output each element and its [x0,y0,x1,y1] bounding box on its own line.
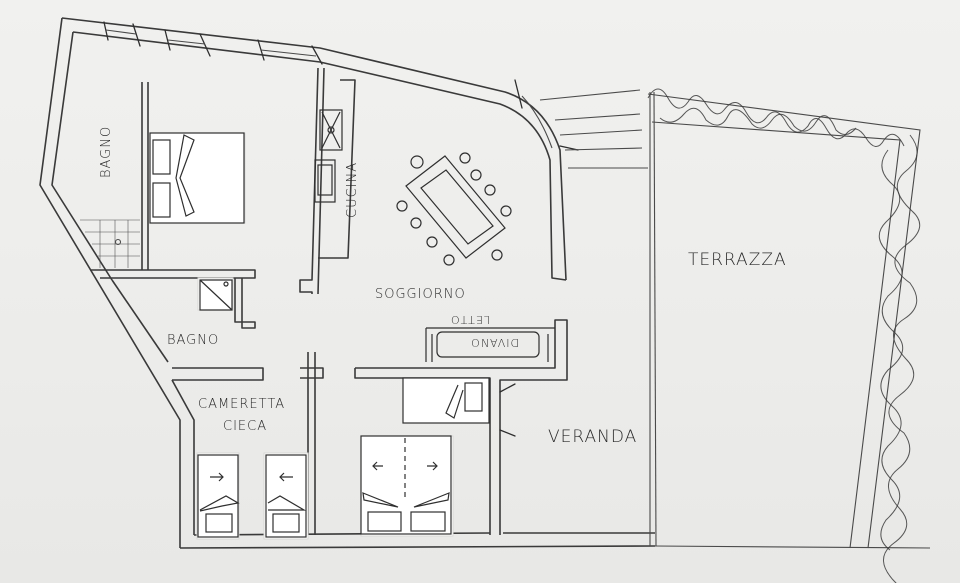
label-letto: LETTO [450,313,490,326]
label-veranda: VERANDA [548,427,637,447]
label-cameretta: CAMERETTA [198,397,285,412]
outer-walls [39,17,656,549]
label-divano: DIVANO [470,336,519,349]
label-cieca: CIECA [223,419,267,434]
terrace-pergola [647,88,931,583]
label-cucina: CUCINA [345,162,360,218]
furniture [80,109,555,540]
dining-table [396,152,512,266]
label-terrazza: TERRAZZA [688,250,787,270]
label-bagno-1: BAGNO [99,126,114,178]
shower-tiles [80,219,140,268]
double-bed-upper [149,132,246,224]
label-bagno-2: BAGNO [167,333,219,348]
label-soggiorno: SOGGIORNO [375,287,466,302]
windows [103,21,579,151]
room-labels: BAGNO CUCINA SOGGIORNO BAGNO CAMERETTA C… [99,126,787,447]
